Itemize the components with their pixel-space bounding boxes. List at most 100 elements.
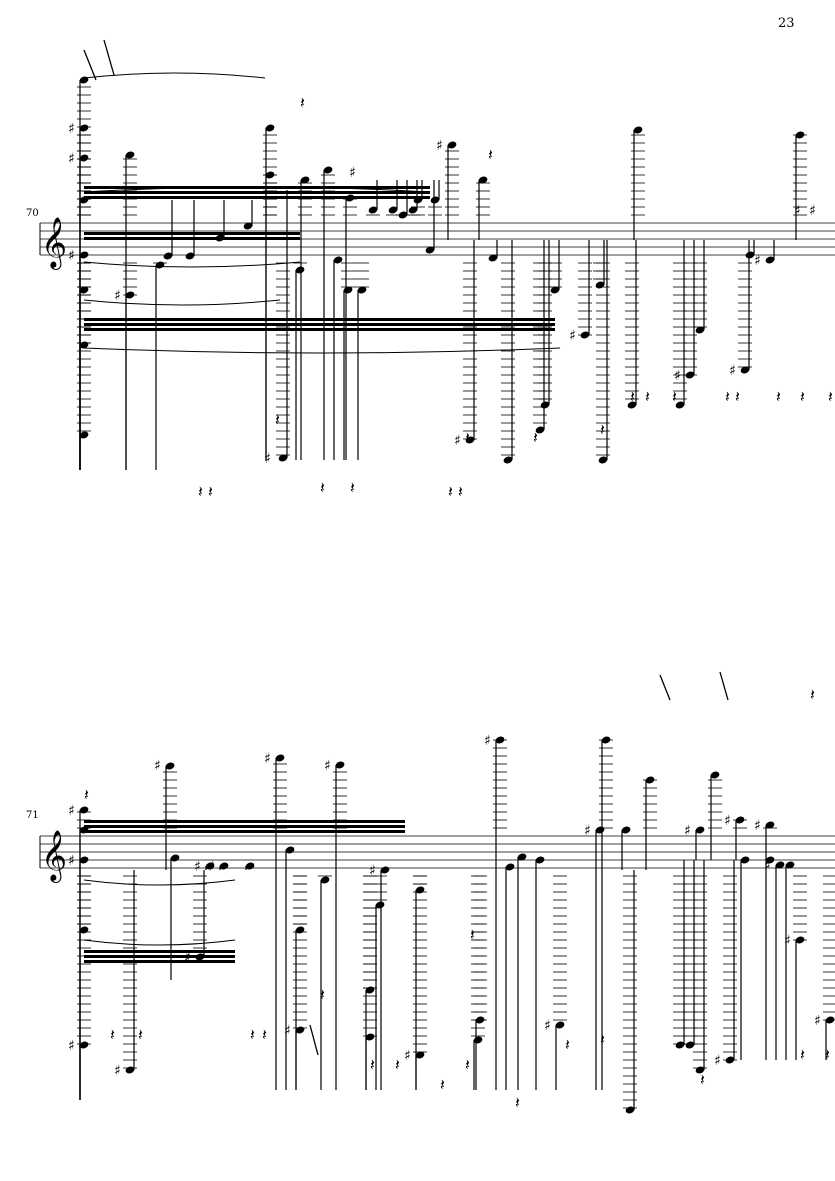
quarter-rest-icon: 𝄽 [470,925,475,944]
notehead [415,1051,425,1059]
notehead [695,326,705,334]
sharp-icon: ♯ [208,859,215,875]
beam [84,955,235,958]
notehead [79,1041,89,1049]
quarter-rest-icon: 𝄽 [776,387,781,406]
notehead [408,206,418,214]
sharp-icon: ♯ [684,823,691,839]
tie [83,186,431,193]
notehead [380,866,390,874]
notehead [675,401,685,409]
sharp-icon: ♯ [729,363,736,379]
quarter-rest-icon: 𝄽 [828,387,833,406]
sharp-icon: ♯ [68,853,75,869]
quarter-rest-icon: 𝄽 [645,387,650,406]
beam [84,318,555,321]
sharp-icon: ♯ [194,859,201,875]
notehead [79,76,89,84]
beam [84,830,405,833]
notehead [79,124,89,132]
notehead [79,856,89,864]
notehead [295,266,305,274]
notehead [295,1026,305,1034]
notehead [125,151,135,159]
quarter-rest-icon: 𝄽 [488,145,493,164]
notehead [517,853,527,861]
notehead [598,456,608,464]
quarter-rest-icon: 𝄽 [208,482,213,501]
notehead [79,431,89,439]
notehead [725,1056,735,1064]
quarter-rest-icon: 𝄽 [600,1030,605,1049]
quarter-rest-icon: 𝄽 [250,1025,255,1044]
sharp-icon: ♯ [264,751,271,767]
sharp-icon: ♯ [674,368,681,384]
tremolo-mark [103,39,115,76]
sharp-icon: ♯ [264,451,271,467]
notehead [601,736,611,744]
sharp-icon: ♯ [68,1038,75,1054]
quarter-rest-icon: 𝄽 [630,387,635,406]
quarter-rest-icon: 𝄽 [350,478,355,497]
quarter-rest-icon: 𝄽 [395,1055,400,1074]
notehead [478,176,488,184]
notehead [555,1021,565,1029]
beam [84,196,430,199]
sharp-icon: ♯ [809,203,816,219]
treble-clef-icon: 𝄞 [41,217,67,270]
notehead [125,1066,135,1074]
notehead [550,286,560,294]
quarter-rest-icon: 𝄽 [672,387,677,406]
beam [84,950,235,953]
notehead [740,856,750,864]
tie [83,347,561,354]
sharp-icon: ♯ [569,328,576,344]
sharp-icon: ♯ [369,863,376,879]
notehead [219,862,229,870]
notehead [425,246,435,254]
tremolo-mark [83,49,97,81]
beam [84,820,405,823]
sharp-icon: ♯ [784,933,791,949]
tie [83,939,236,946]
tremolo-mark [719,671,729,701]
measure-number-70: 70 [26,208,39,219]
tremolo-mark [309,1024,319,1056]
notehead [375,901,385,909]
quarter-rest-icon: 𝄽 [810,685,815,704]
notehead [335,761,345,769]
notehead [795,936,805,944]
notehead [447,141,457,149]
notehead [357,286,367,294]
notehead [333,256,343,264]
notehead [125,291,135,299]
sharp-icon: ♯ [794,203,801,219]
notehead [580,331,590,339]
sharp-icon: ♯ [544,1018,551,1034]
tremolo-mark [659,674,671,701]
notehead [765,256,775,264]
beam [84,323,555,326]
notehead [79,286,89,294]
sharp-icon: ♯ [114,288,121,304]
notehead [368,206,378,214]
notehead [765,856,775,864]
sharp-icon: ♯ [754,818,761,834]
beam [84,232,300,235]
tie [83,879,236,886]
quarter-rest-icon: 𝄽 [825,1045,830,1064]
sharp-icon: ♯ [584,823,591,839]
notehead [633,126,643,134]
quarter-rest-icon: 𝄽 [800,387,805,406]
notehead [243,222,253,230]
notehead [627,401,637,409]
sharp-icon: ♯ [404,1048,411,1064]
notehead [495,736,505,744]
tie [83,72,266,79]
quarter-rest-icon: 𝄽 [110,1025,115,1044]
treble-clef-icon: 𝄞 [41,830,67,883]
notehead [265,124,275,132]
notehead [740,366,750,374]
quarter-rest-icon: 𝄽 [138,1025,143,1044]
quarter-rest-icon: 𝄽 [800,1045,805,1064]
